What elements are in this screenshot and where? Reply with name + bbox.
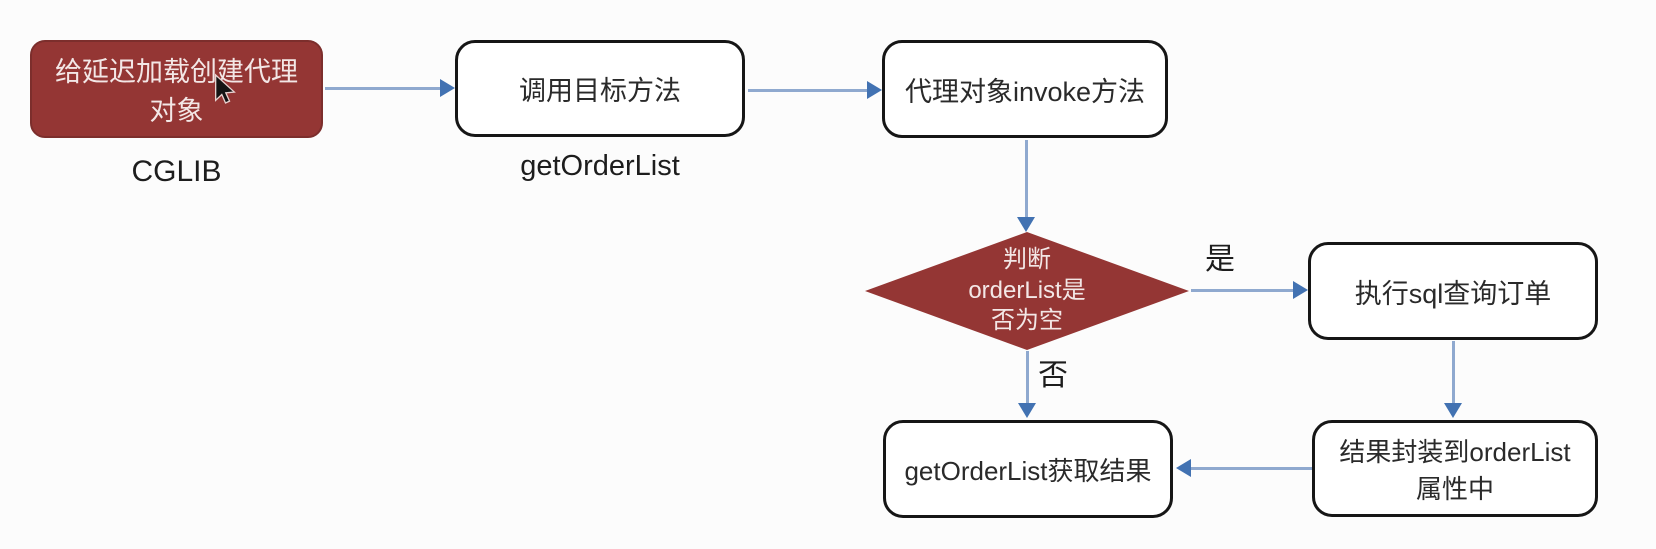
edge-check-to-sql bbox=[1191, 289, 1294, 292]
arrowhead-icon bbox=[1444, 403, 1462, 418]
caption-cglib: CGLIB bbox=[131, 155, 222, 188]
edge-label-no: 否 bbox=[1038, 359, 1068, 392]
edge-check-to-result bbox=[1026, 351, 1029, 404]
mouse-cursor-icon bbox=[215, 73, 236, 104]
edge-create-to-call bbox=[325, 87, 441, 90]
arrowhead-icon bbox=[867, 81, 882, 99]
arrowhead-icon bbox=[1176, 459, 1191, 477]
node-proxy-invoke-label: 代理对象invoke方法 bbox=[904, 76, 1146, 107]
node-execute-sql: 执行sql查询订单 bbox=[1308, 242, 1598, 340]
edge-call-to-invoke bbox=[748, 89, 868, 92]
node-check-orderlist-empty-label: 判断 orderList是 否为空 bbox=[968, 245, 1086, 335]
arrowhead-icon bbox=[1017, 217, 1035, 232]
node-execute-sql-label: 执行sql查询订单 bbox=[1354, 278, 1552, 309]
arrowhead-icon bbox=[1293, 281, 1308, 299]
node-get-result: getOrderList获取结果 bbox=[883, 420, 1173, 518]
node-call-target-method: 调用目标方法 bbox=[455, 40, 745, 137]
node-wrap-result-label: 结果封装到orderList 属性中 bbox=[1339, 436, 1571, 504]
node-wrap-result: 结果封装到orderList 属性中 bbox=[1312, 420, 1598, 517]
node-create-proxy-label: 给延迟加载创建代理 对象 bbox=[55, 57, 298, 126]
node-get-result-label: getOrderList获取结果 bbox=[904, 455, 1152, 486]
edge-label-yes: 是 bbox=[1205, 243, 1235, 276]
node-check-orderlist-empty: 判断 orderList是 否为空 bbox=[865, 232, 1189, 350]
node-proxy-invoke: 代理对象invoke方法 bbox=[882, 40, 1168, 138]
caption-getorderlist: getOrderList bbox=[520, 150, 680, 182]
edge-invoke-to-check bbox=[1025, 140, 1028, 218]
arrowhead-icon bbox=[440, 79, 455, 97]
arrowhead-icon bbox=[1018, 403, 1036, 418]
edge-sql-to-wrap bbox=[1452, 341, 1455, 404]
node-create-proxy: 给延迟加载创建代理 对象 bbox=[30, 40, 323, 138]
edge-wrap-to-result bbox=[1191, 467, 1312, 470]
node-call-target-method-label: 调用目标方法 bbox=[519, 76, 681, 106]
